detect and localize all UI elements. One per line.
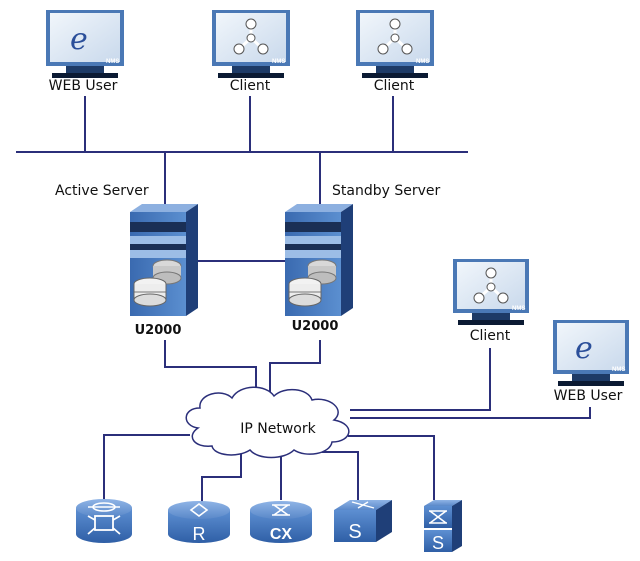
server-tower-icon [130,204,198,316]
network-tree-icon [473,267,509,304]
web-user-right-link [350,407,591,419]
client-monitor-icon: NMS [356,10,434,78]
optical-device-link [103,434,190,500]
client-right: NMS Client [453,259,529,344]
switch-stack: S [424,500,462,553]
switch-link [318,451,359,500]
cx-device-icon: CX [250,501,312,543]
standby-server: U2000 [285,204,353,334]
connection-lines [16,96,591,502]
router-icon: R [168,501,230,544]
cx-device: CX [250,501,312,543]
client-top-2-label: Client [374,78,415,94]
web-user-right: NMS e WEB User [553,320,629,404]
web-user-top-label: WEB User [49,78,118,94]
database-disks-icon [288,259,337,307]
active-server-label: Active Server [55,183,149,199]
switch: S [334,500,392,543]
browser-e-icon: e [70,22,88,57]
u2000-standby-label: U2000 [292,319,339,334]
switch-glyph: S [348,521,361,543]
standby-server-network-link [269,340,321,395]
switch-stack-link [348,435,435,500]
nms-badge: NMS [612,367,625,373]
router: R [168,501,230,544]
web-user-right-label: WEB User [554,388,623,404]
switch-stack-icon: S [424,500,462,553]
optical-device-icon [76,499,132,543]
active-server: U2000 [130,204,198,338]
client-monitor-icon: NMS [212,10,290,78]
web-user-monitor-icon: NMS e [553,320,629,386]
server-tower-icon [285,204,353,316]
cx-glyph: CX [270,526,293,543]
ip-network-cloud: IP Network [185,386,350,459]
optical-device [76,499,132,543]
web-user-top: NMS e WEB User [46,10,124,94]
ip-network-label: IP Network [240,421,316,437]
switch-icon: S [334,500,392,543]
browser-e-icon: e [575,331,593,366]
client-monitor-icon: NMS [453,259,529,325]
router-link [201,452,242,502]
nms-badge: NMS [416,59,429,65]
nms-badge: NMS [512,306,525,312]
network-tree-icon [233,18,269,55]
database-disks-icon [133,259,182,307]
client-top-1-label: Client [230,78,271,94]
cloud-icon [185,386,350,459]
standby-server-label: Standby Server [332,183,440,199]
client-top-1: NMS Client [212,10,290,94]
router-glyph: R [193,524,206,544]
web-user-monitor-icon: NMS e [46,10,124,78]
active-server-network-link [164,340,257,395]
nms-badge: NMS [106,59,119,65]
network-tree-icon [377,18,413,55]
client-top-2: NMS Client [356,10,434,94]
client-right-label: Client [470,328,511,344]
nms-badge: NMS [272,59,285,65]
client-right-link [350,348,491,411]
u2000-active-label: U2000 [135,323,182,338]
switch-stack-glyph: S [432,533,444,553]
